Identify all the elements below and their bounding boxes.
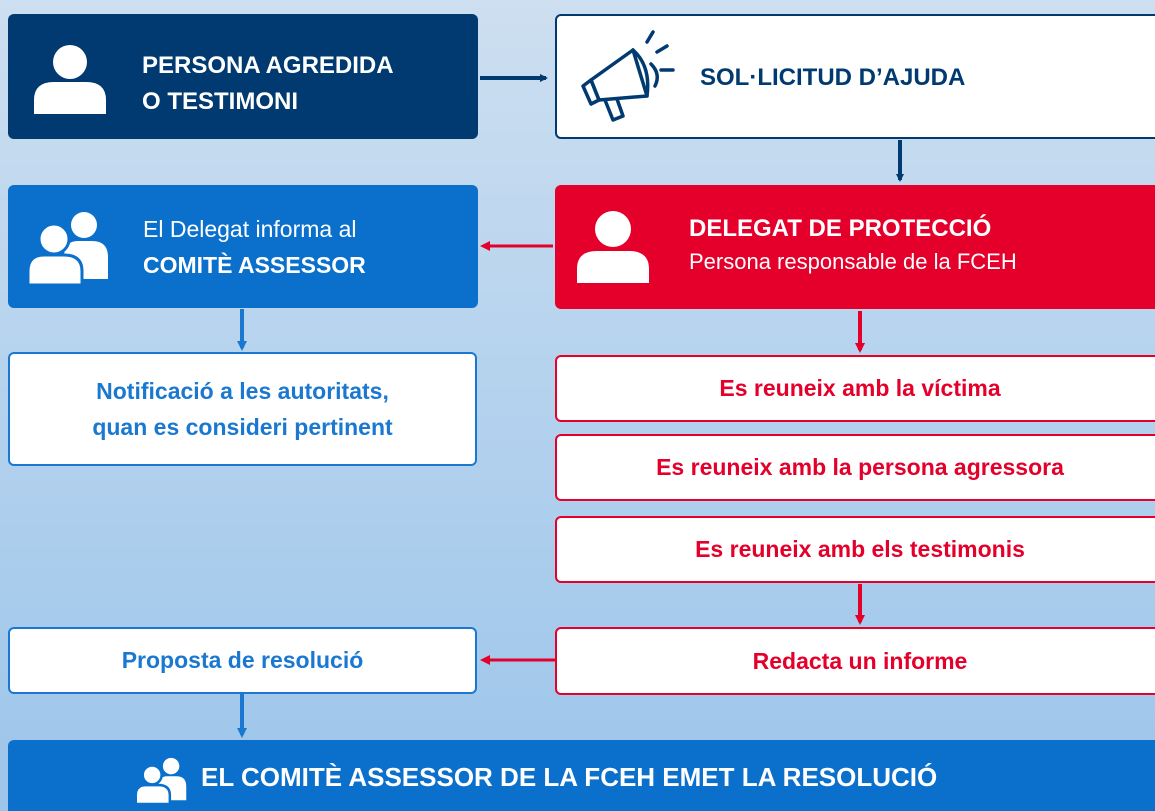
megaphone-icon	[581, 30, 675, 122]
persona-agredida-line2: O TESTIMONI	[142, 88, 298, 115]
sollicitud-ajuda-label: SOL·LICITUD D’AJUDA	[700, 64, 966, 91]
notificacio-box: Notificació a les autoritats, quan es co…	[8, 352, 477, 466]
informe-box: Redacta un informe	[555, 627, 1155, 695]
comite-info-line2: COMITÈ ASSESSOR	[143, 252, 366, 278]
comite-info-line1: El Delegat informa al	[143, 216, 357, 242]
persona-agredida-box: PERSONA AGREDIDA O TESTIMONI	[8, 14, 478, 139]
resolucio-banner: EL COMITÈ ASSESSOR DE LA FCEH EMET LA RE…	[8, 740, 1155, 811]
proposta-resolucio-box: Proposta de resolució	[8, 627, 477, 694]
step-victima-box: Es reuneix amb la víctima	[555, 355, 1155, 422]
step-testimonis-label: Es reuneix amb els testimonis	[695, 536, 1025, 562]
informe-label: Redacta un informe	[752, 647, 968, 674]
person-icon	[577, 211, 649, 283]
sollicitud-ajuda-box: SOL·LICITUD D’AJUDA	[555, 14, 1155, 139]
persona-agredida-line1: PERSONA AGREDIDA	[142, 52, 394, 79]
step-agressora-box: Es reuneix amb la persona agressora	[555, 434, 1155, 501]
delegat-proteccio-subtitle: Persona responsable de la FCEH	[689, 249, 1017, 274]
group-icon	[26, 212, 108, 285]
step-victima-label: Es reuneix amb la víctima	[719, 375, 1001, 401]
notificacio-line1: Notificació a les autoritats,	[96, 378, 389, 404]
notificacio-line2: quan es consideri pertinent	[92, 414, 393, 440]
step-agressora-label: Es reuneix amb la persona agressora	[656, 454, 1064, 480]
comite-info-box: El Delegat informa al COMITÈ ASSESSOR	[8, 185, 478, 308]
delegat-proteccio-box: DELEGAT DE PROTECCIÓ Persona responsable…	[555, 185, 1155, 309]
resolucio-label: EL COMITÈ ASSESSOR DE LA FCEH EMET LA RE…	[201, 762, 938, 792]
proposta-resolucio-label: Proposta de resolució	[121, 647, 364, 673]
delegat-proteccio-title: DELEGAT DE PROTECCIÓ	[689, 215, 992, 242]
group-icon	[134, 757, 187, 804]
person-icon	[34, 45, 106, 114]
step-testimonis-box: Es reuneix amb els testimonis	[555, 516, 1155, 583]
